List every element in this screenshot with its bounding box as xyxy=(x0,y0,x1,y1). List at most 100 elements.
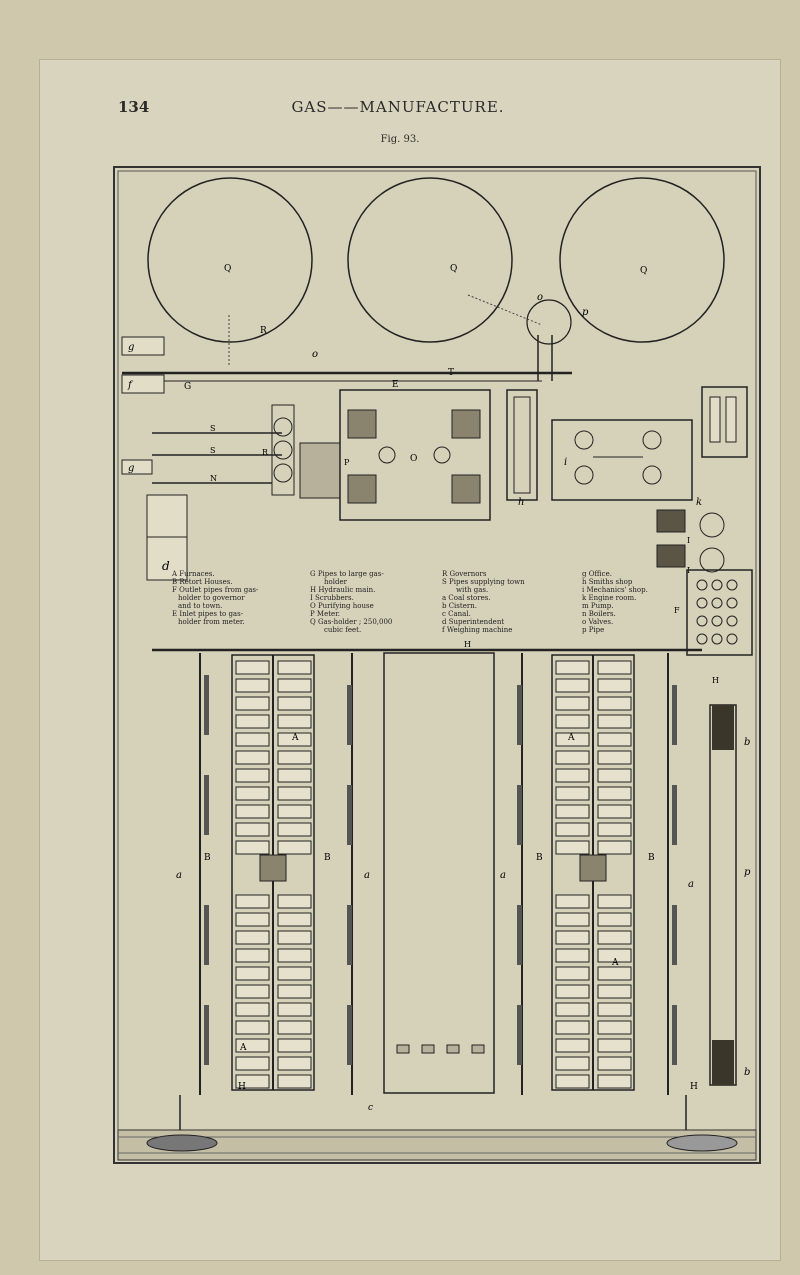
retort-bench xyxy=(597,1002,632,1017)
retort-bench xyxy=(597,786,632,801)
retort-bench xyxy=(597,768,632,783)
retort-bench xyxy=(597,732,632,747)
retort-bench xyxy=(555,912,590,927)
plan-label-h-main: H xyxy=(464,640,471,649)
retort-bench xyxy=(555,804,590,819)
retort-bench xyxy=(597,750,632,765)
plan-label-f: F xyxy=(674,606,680,615)
plan-label-d: d xyxy=(162,559,170,573)
retort-bench xyxy=(277,966,312,981)
retort-bench xyxy=(235,768,270,783)
plan-label-a-coal3: a xyxy=(500,870,506,881)
retort-bench xyxy=(555,948,590,963)
figure-label: Fig. 93. xyxy=(380,134,420,145)
plan-label-b2: B xyxy=(324,853,331,863)
plan-label-r2: R xyxy=(262,448,269,457)
retort-bench xyxy=(235,948,270,963)
retort-bench xyxy=(597,1074,632,1089)
retort-bench xyxy=(277,822,312,837)
retort-bench xyxy=(235,696,270,711)
plan-drawing: Q Q Q R T o o p g f G g d S S N R P O E … xyxy=(113,166,761,1164)
retort-bench xyxy=(555,1074,590,1089)
plan-label-a3: A xyxy=(567,733,575,743)
retort-bench xyxy=(277,1074,312,1089)
retort-bench xyxy=(235,894,270,909)
plan-label-h2: H xyxy=(690,1082,698,1092)
retort-bench xyxy=(235,822,270,837)
retort-bench xyxy=(235,912,270,927)
retort-bench xyxy=(555,930,590,945)
retort-bench xyxy=(277,678,312,693)
retort-bench xyxy=(555,1056,590,1071)
running-title: GAS——MANUFACTURE. xyxy=(291,98,505,116)
retort-bench xyxy=(597,984,632,999)
retort-bench xyxy=(597,1020,632,1035)
legend-col-3: R Governors S Pipes supplying town with … xyxy=(442,570,525,634)
plan-label-c-canal: c xyxy=(368,1103,373,1113)
plan-label-o-purify: O xyxy=(410,454,417,464)
plan-label-h1: H xyxy=(238,1082,246,1092)
plan-label-p-pipe: p xyxy=(744,867,751,878)
retort-bench xyxy=(555,984,590,999)
retort-bench xyxy=(235,966,270,981)
plan-label-a-coal4: a xyxy=(688,879,694,890)
retort-bench xyxy=(235,750,270,765)
retort-bench xyxy=(555,1002,590,1017)
plan-label-b1: B xyxy=(204,853,211,863)
retort-bench xyxy=(597,930,632,945)
retort-bench xyxy=(235,984,270,999)
retort-bench xyxy=(597,660,632,675)
retort-bench xyxy=(235,804,270,819)
retort-bench xyxy=(235,930,270,945)
retort-bench xyxy=(597,840,632,855)
retort-bench xyxy=(277,948,312,963)
plan-label-o2: o xyxy=(537,292,543,303)
plan-label-p-meter: P xyxy=(344,458,350,467)
retort-bench xyxy=(235,840,270,855)
retort-bench xyxy=(555,696,590,711)
plan-label-h: h xyxy=(518,497,524,508)
legend-col-4: g Office. h Smiths shop i Mechanics' sho… xyxy=(582,570,648,634)
retort-bench xyxy=(597,804,632,819)
retort-bench xyxy=(277,750,312,765)
retort-bench xyxy=(597,1056,632,1071)
plan-label-b-cistern2: b xyxy=(744,1067,750,1078)
retort-bench xyxy=(277,930,312,945)
plan-label-a-coal1: a xyxy=(176,870,182,881)
plan-label-a1: A xyxy=(291,733,299,743)
plan-label-f1: f xyxy=(127,380,134,391)
retort-bench xyxy=(277,1002,312,1017)
gas-works-plan: Q Q Q R T o o p g f G g d S S N R P O E … xyxy=(112,165,762,1165)
retort-bench xyxy=(277,1020,312,1035)
retort-bench xyxy=(277,732,312,747)
retort-bench xyxy=(277,1056,312,1071)
retort-bench xyxy=(555,768,590,783)
plan-label-i1: I xyxy=(687,536,690,545)
plan-label-k: k xyxy=(696,497,702,508)
retort-bench xyxy=(597,714,632,729)
retort-bench xyxy=(597,696,632,711)
gas-holder-1 xyxy=(147,177,313,343)
plan-label-n: N xyxy=(210,474,217,483)
retort-bench xyxy=(277,768,312,783)
legend-col-1: A Furnaces. B Retort Houses. F Outlet pi… xyxy=(172,570,259,626)
retort-bench xyxy=(555,732,590,747)
retort-bench xyxy=(235,714,270,729)
retort-bench xyxy=(555,786,590,801)
retort-bench xyxy=(555,966,590,981)
retort-bench xyxy=(555,1038,590,1053)
plan-label-g2: g xyxy=(128,463,134,474)
retort-bench xyxy=(235,1056,270,1071)
plan-label-e: E xyxy=(392,380,399,390)
legend-col-2: G Pipes to large gas- holder H Hydraulic… xyxy=(310,570,393,634)
retort-bench xyxy=(277,786,312,801)
retort-bench xyxy=(555,840,590,855)
plan-label-q2: Q xyxy=(450,264,457,274)
retort-bench xyxy=(277,1038,312,1053)
retort-bench xyxy=(597,966,632,981)
retort-bench xyxy=(277,804,312,819)
running-head: 134 GAS——MANUFACTURE. xyxy=(118,98,678,120)
retort-bench xyxy=(277,840,312,855)
plan-label-b-cistern1: b xyxy=(744,737,750,748)
retort-bench xyxy=(235,1038,270,1053)
